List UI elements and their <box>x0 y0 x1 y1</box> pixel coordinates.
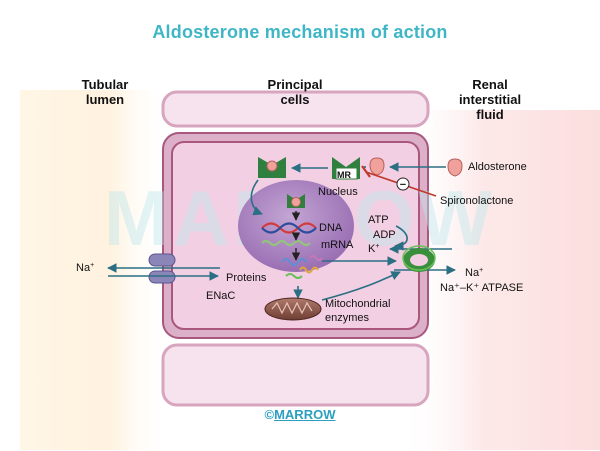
inhibit-sign: − <box>400 179 406 191</box>
mitochondrion-icon <box>264 297 322 321</box>
brand-name: MARROW <box>274 407 336 422</box>
copyright-symbol: © <box>264 407 275 422</box>
dna-helix-icon <box>261 222 317 234</box>
aldosterone-molecule-cell-icon <box>369 157 385 176</box>
lower-cell <box>161 343 430 407</box>
aldosterone-molecule-outside-icon <box>447 158 463 177</box>
mrna-strand-icon <box>261 239 311 247</box>
k-plus-label: K+ <box>368 243 380 255</box>
enac-channel-icon <box>148 253 176 284</box>
mr-label: MR <box>337 170 351 180</box>
proteins-icon <box>281 255 323 279</box>
mrna-label: mRNA <box>321 239 354 251</box>
arrow-complex-to-nucleus <box>250 179 263 216</box>
spironolactone-label: Spironolactone <box>440 195 514 207</box>
footer-brand: ©MARROW <box>0 407 600 422</box>
column-principal-cells: Principal cells <box>267 77 323 107</box>
mitochondrial-enzymes-label: Mitochondrial enzymes <box>325 298 391 324</box>
mr-complex-cytoplasm-icon <box>258 157 286 178</box>
dna-label: DNA <box>319 222 343 234</box>
inhibit-sign-circle <box>396 177 410 191</box>
column-tubular-lumen: Tubular lumen <box>81 77 129 107</box>
na-k-atpase-pump-icon <box>402 245 436 272</box>
arrow-mito-to-pump <box>321 271 401 301</box>
atp-label: ATP <box>368 214 389 226</box>
upper-cell <box>161 90 430 128</box>
proteins-label: Proteins <box>226 272 267 284</box>
nucleus-label: Nucleus <box>318 186 358 198</box>
page-title: Aldosterone mechanism of action <box>152 22 448 42</box>
column-renal-interstitial-fluid: Renal interstitial fluid <box>458 77 522 122</box>
inhibit-bar <box>361 165 371 178</box>
na-k-atpase-label: Na⁺–K⁺ ATPASE <box>440 282 524 294</box>
adp-label: ADP <box>373 229 396 241</box>
aldosterone-in-nucleus-icon <box>291 197 301 207</box>
mr-label-box <box>335 167 358 180</box>
aldosterone-label: Aldosterone <box>468 161 527 173</box>
lumen-region <box>20 90 170 450</box>
enac-label: ENaC <box>206 290 236 302</box>
na-lumen-label: Na+ <box>76 262 95 274</box>
na-interstitial-label: Na+ <box>465 267 484 279</box>
